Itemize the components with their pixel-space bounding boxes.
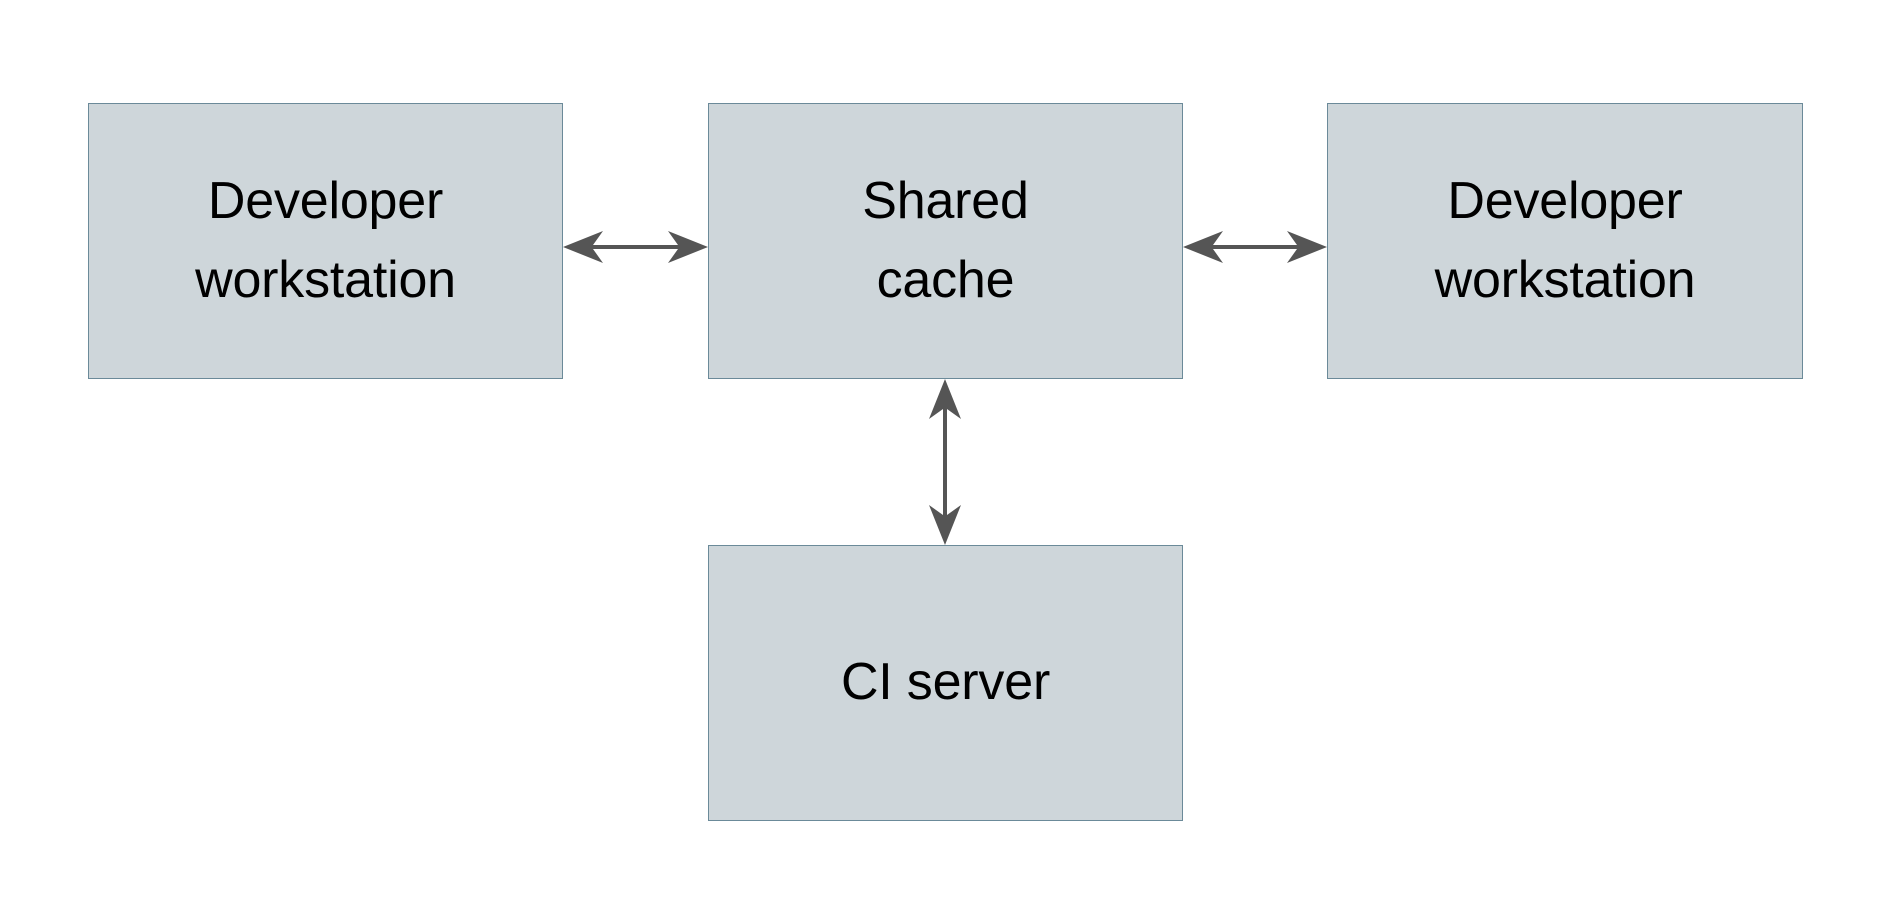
double-arrow-icon	[929, 379, 961, 545]
node-label: CI server	[840, 653, 1051, 712]
node-label: Shared cache	[862, 171, 1029, 309]
node-label: Developer workstation	[1434, 171, 1696, 309]
node-developer-workstation-left[interactable]: Developer workstation	[88, 103, 563, 379]
node-label: Developer workstation	[195, 171, 456, 309]
double-arrow-icon	[563, 231, 708, 263]
connector-double-arrow-horizontal-left	[563, 231, 708, 263]
connector-double-arrow-vertical	[929, 379, 961, 545]
double-arrow-icon	[1183, 231, 1327, 263]
node-shared-cache[interactable]: Shared cache	[708, 103, 1183, 379]
node-developer-workstation-right[interactable]: Developer workstation	[1327, 103, 1803, 379]
node-ci-server[interactable]: CI server	[708, 545, 1183, 821]
connector-double-arrow-horizontal-right	[1183, 231, 1327, 263]
